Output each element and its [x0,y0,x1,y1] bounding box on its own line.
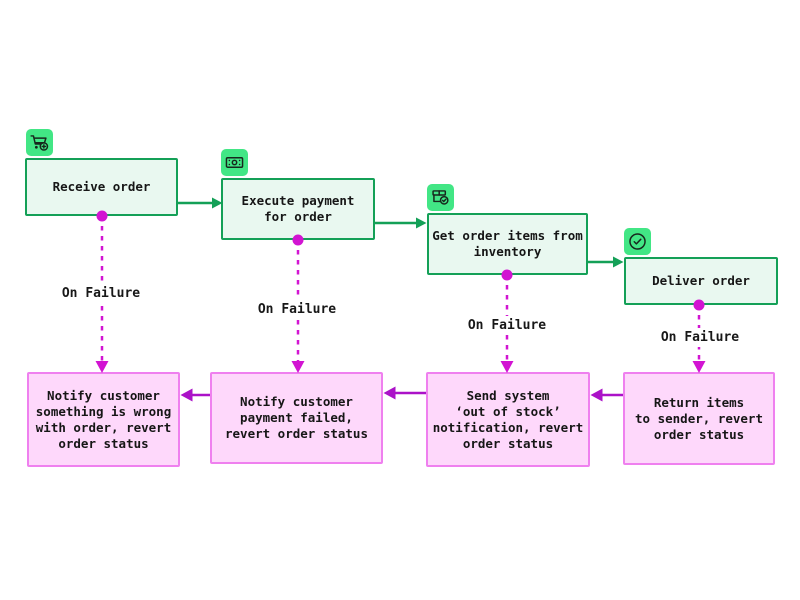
arrow-items-to-deliver [588,256,624,268]
package-check-icon [432,190,449,205]
check-circle-icon [629,233,646,250]
arrow-receive-to-payment [178,197,223,209]
failure-step-label: Notify customer something is wrong with … [35,387,172,451]
step-deliver-order[interactable]: Deliver order [624,257,778,305]
banknote-icon [225,157,244,168]
step-get-order-items-label: Get order items from inventory [432,228,583,259]
step-execute-payment[interactable]: Execute payment for order [221,178,375,240]
step-execute-payment-label: Execute payment for order [241,193,355,224]
on-failure-label-3: On Failure [462,316,552,335]
step-receive-order-label: Receive order [52,179,151,194]
failure-notify-customer-wrong-order[interactable]: Notify customer something is wrong with … [27,372,180,467]
failure-out-of-stock-notification[interactable]: Send system ‘out of stock’ notification,… [426,372,590,467]
package-check-badge [427,184,454,211]
on-failure-label-1: On Failure [56,284,146,303]
step-receive-order[interactable]: Receive order [25,158,178,216]
cart-plus-icon [30,135,49,151]
arrow-payment-to-items [375,217,427,229]
failure-step-label: Return items to sender, revert order sta… [635,394,763,442]
failure-step-label: Notify customer payment failed, revert o… [225,394,368,441]
on-failure-label-2: On Failure [252,300,342,319]
failure-step-label: Send system ‘out of stock’ notification,… [432,387,584,451]
arrow-stock-failure-to-payment-failure [383,386,426,400]
banknote-badge [221,149,248,176]
arrow-payment-failure-to-order-failure [180,388,210,402]
failure-notify-payment-failed[interactable]: Notify customer payment failed, revert o… [210,372,383,464]
arrow-return-failure-to-stock-failure [590,388,623,402]
step-deliver-order-label: Deliver order [652,273,750,288]
on-failure-label-4: On Failure [655,328,745,347]
failure-return-items[interactable]: Return items to sender, revert order sta… [623,372,775,465]
step-get-order-items[interactable]: Get order items from inventory [427,213,588,275]
check-circle-badge [624,228,651,255]
cart-plus-badge [26,129,53,156]
